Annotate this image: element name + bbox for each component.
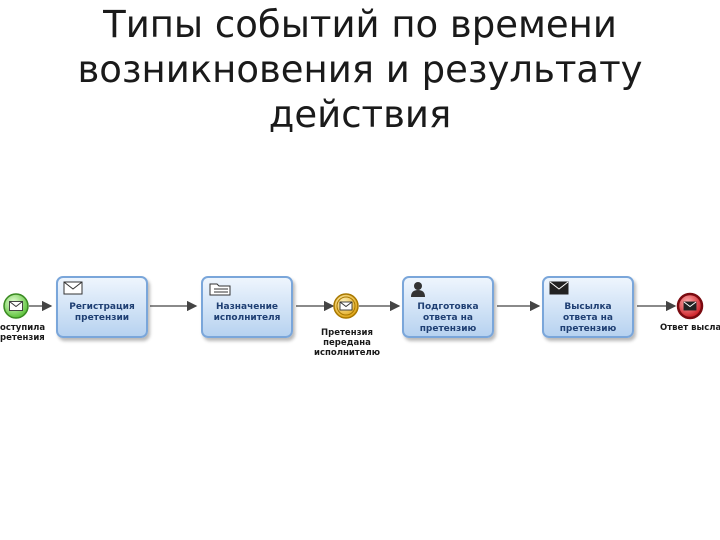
intermediate-event[interactable] [333,293,359,319]
task-label: Подготовка ответа на претензию [417,302,479,334]
envelope-icon [339,301,353,311]
task-registration[interactable]: Регистрация претензии [56,276,148,338]
task-prepare-response[interactable]: Подготовка ответа на претензию [402,276,494,338]
task-label: Назначение исполнителя [213,302,281,323]
bpmn-diagram: Регистрация претензии Назначение исполни… [0,265,720,375]
task-label: Регистрация претензии [69,302,135,323]
end-event[interactable] [676,292,704,320]
envelope-icon [9,301,23,311]
intermediate-event-label: Претензия передана исполнителю [314,328,380,358]
start-event[interactable] [3,293,29,319]
envelope-filled-icon [683,301,697,311]
connectors-layer [3,292,704,320]
task-label: Высылка ответа на претензию [559,302,617,334]
task-assign-executor[interactable]: Назначение исполнителя [201,276,293,338]
start-event-label: оступила ретензия [0,323,46,343]
task-send-response[interactable]: Высылка ответа на претензию [542,276,634,338]
slide-title: Типы событий по времени возникновения и … [77,3,643,136]
end-event-label: Ответ выслан [660,323,720,333]
